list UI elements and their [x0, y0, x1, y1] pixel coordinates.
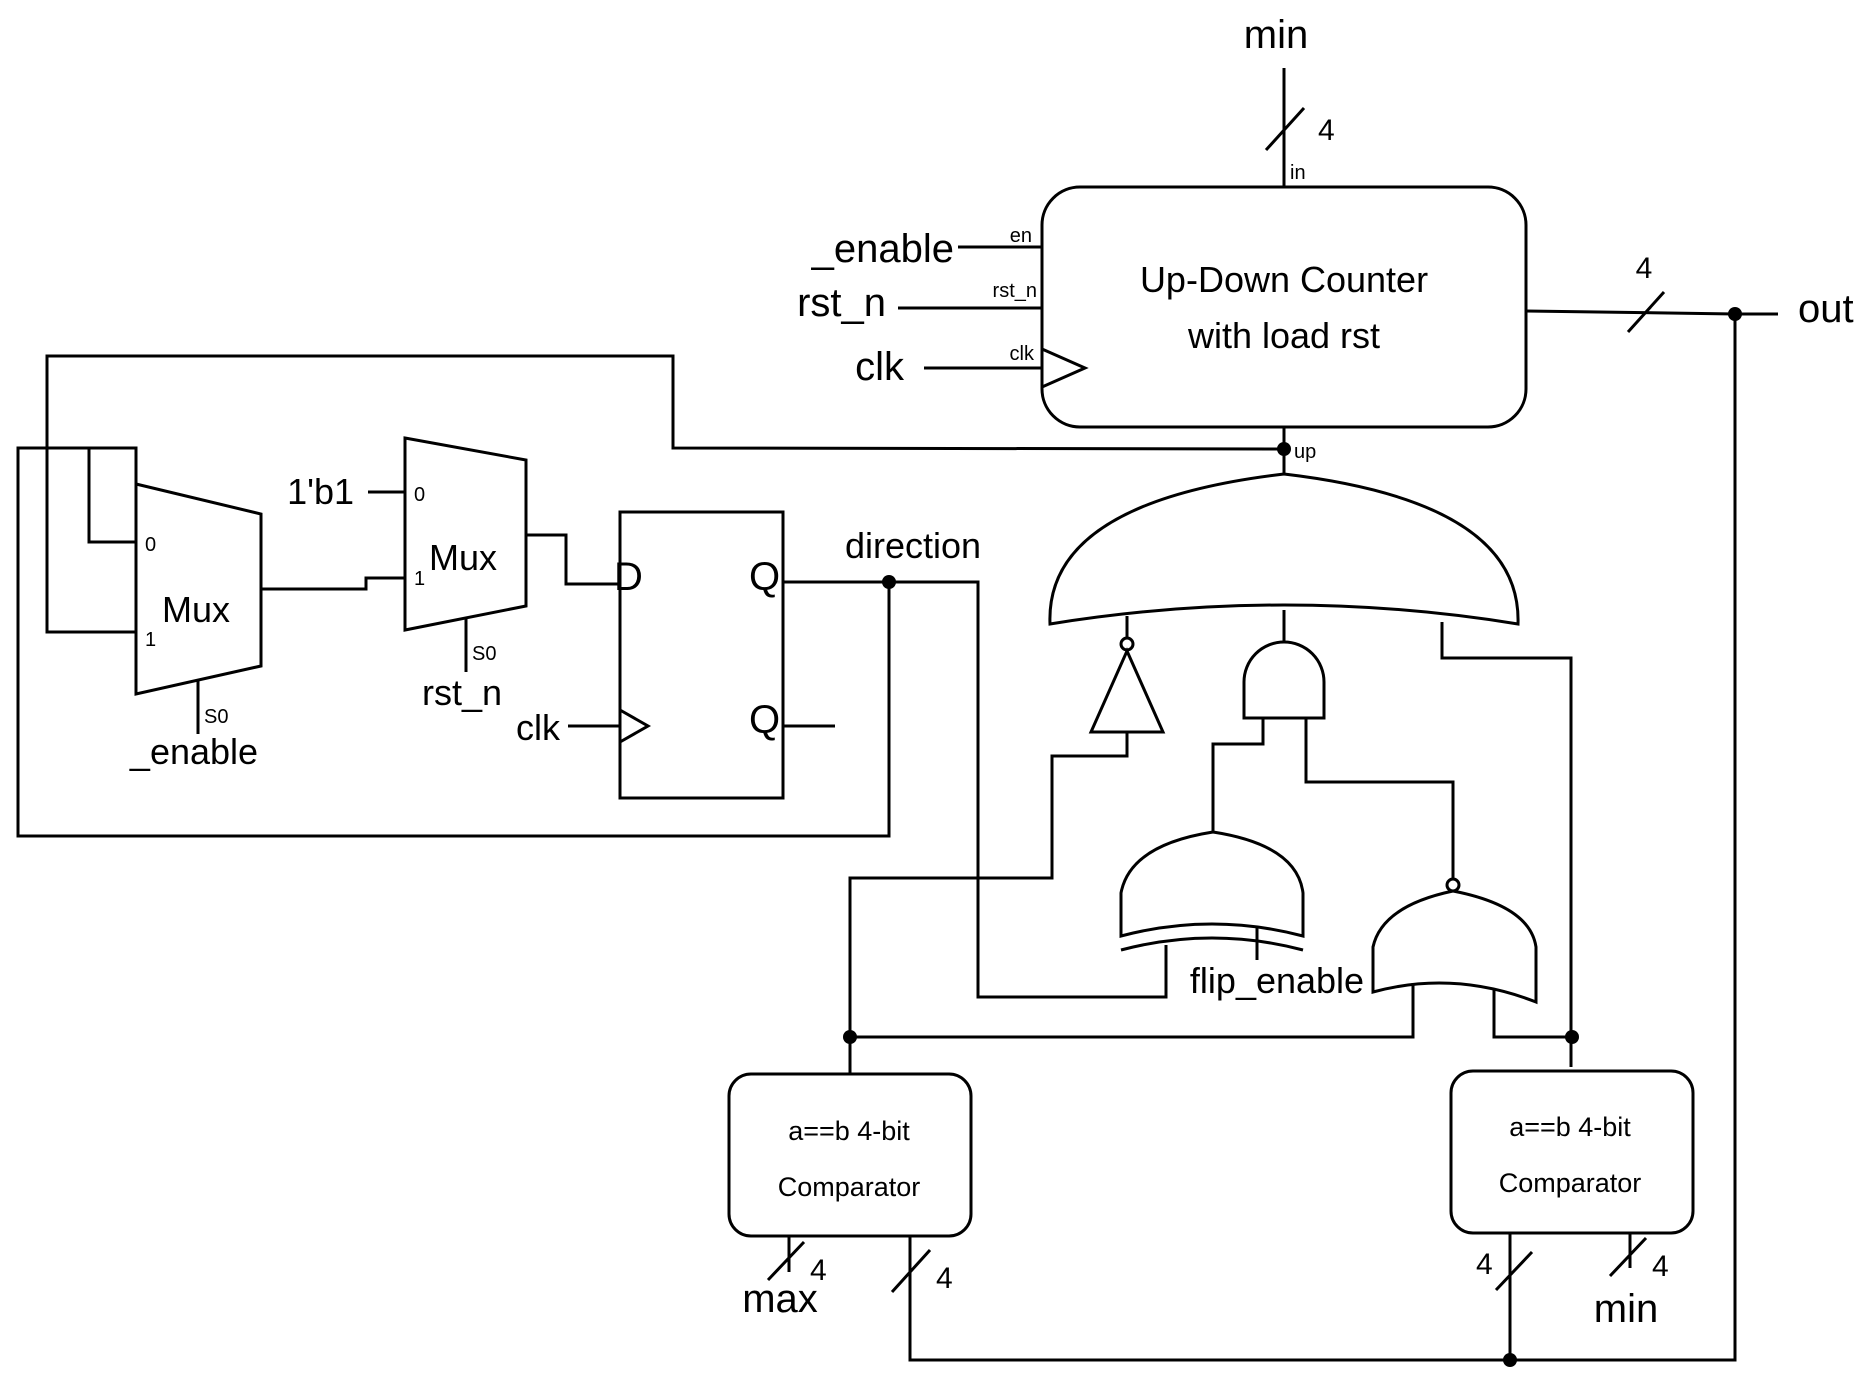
or-gate-main	[1048, 472, 1520, 626]
bus-slash-out	[1626, 290, 1666, 334]
counter-box	[1040, 185, 1528, 429]
dff-q: Q	[749, 555, 780, 599]
not-gate	[1088, 647, 1166, 734]
bus-width-out: 4	[1636, 252, 1653, 285]
wire-and-in-left	[1211, 718, 1265, 832]
bus-width-comp1-a: 4	[810, 1254, 827, 1287]
mux-2-body	[403, 436, 528, 632]
wire-comp-left-b	[908, 1236, 1508, 1362]
label-clk-counter: clk	[855, 345, 905, 389]
comparator-left-line2: Comparator	[778, 1172, 921, 1202]
counter-port-up: up	[1294, 441, 1316, 463]
xor-gate	[1119, 830, 1305, 938]
bus-width-comp1-b: 4	[936, 1262, 953, 1295]
junction-bottom	[1503, 1353, 1517, 1367]
counter-port-rst: rst_n	[993, 280, 1037, 302]
comparator-right-line2: Comparator	[1499, 1168, 1642, 1198]
bus-slash-comp2-b	[1608, 1236, 1648, 1278]
label-rst-n-mux2: rst_n	[422, 672, 502, 713]
dff-d: D	[614, 555, 643, 599]
mux-1-sel: S0	[204, 706, 228, 728]
label-flip-enable: flip_enable	[1190, 960, 1364, 1001]
label-max: max	[742, 1277, 818, 1321]
junction-comp-left	[843, 1030, 857, 1044]
mux-1-in0: 0	[145, 534, 156, 556]
bus-slash-max	[766, 1240, 806, 1282]
label-rst-n-counter: rst_n	[797, 281, 886, 325]
label-out: out	[1798, 287, 1854, 331]
counter-title-line1: Up-Down Counter	[1140, 259, 1428, 300]
bus-width-comp2-a: 4	[1476, 1248, 1493, 1281]
wire-out-feedback	[1508, 314, 1737, 1362]
nor-gate	[1371, 889, 1538, 1005]
and-gate	[1242, 640, 1326, 720]
counter-port-en: en	[1010, 225, 1032, 247]
wire-up-feedback-in0	[87, 448, 136, 544]
dff-clock-triangle	[619, 708, 652, 744]
counter-title-line2: with load rst	[1187, 315, 1380, 356]
wire-or-in-right	[1440, 622, 1573, 1067]
wire-direction-feedback	[16, 446, 891, 838]
mux-2-sel: S0	[472, 643, 496, 665]
comparator-right: a==b 4-bit Comparator	[1449, 1069, 1695, 1235]
wire-not-in	[848, 732, 1129, 1037]
comparator-right-box	[1449, 1069, 1695, 1235]
wire-mux2-to-d	[526, 533, 620, 586]
label-one-b1: 1'b1	[287, 471, 354, 512]
junction-comp-right	[1565, 1030, 1579, 1044]
wire-direction	[783, 580, 1168, 999]
mux-1-in1: 1	[145, 629, 156, 651]
wire-mux1-to-mux2	[261, 576, 405, 591]
counter-port-clk: clk	[1010, 343, 1035, 365]
comparator-right-line1: a==b 4-bit	[1509, 1112, 1631, 1142]
wire-nor-in-left	[850, 983, 1415, 1039]
mux-1-title: Mux	[162, 589, 230, 630]
mux-2-in1: 1	[414, 568, 425, 590]
bus-width-comp2-b: 4	[1652, 1250, 1669, 1283]
mux-2-title: Mux	[429, 537, 497, 578]
comparator-left-line1: a==b 4-bit	[788, 1116, 910, 1146]
wire-up-feedback-outer	[45, 354, 1285, 634]
wire-nor-in-right	[1492, 988, 1572, 1039]
dff-box	[618, 510, 785, 800]
mux-1: Mux 0 1 S0 _enable	[129, 482, 263, 772]
label-enable-mux1: _enable	[129, 731, 258, 772]
xor-gate-back-curve	[1120, 936, 1304, 952]
mux-2: Mux 0 1 S0 rst_n	[403, 436, 528, 713]
label-direction: direction	[845, 525, 981, 566]
comparator-left-box	[727, 1072, 973, 1238]
up-down-counter: Up-Down Counter with load rst en rst_n c…	[993, 162, 1528, 463]
bus-slash-comp1-b	[890, 1248, 932, 1294]
bus-width-min-top: 4	[1318, 114, 1335, 147]
d-flip-flop: D Q Q	[614, 510, 785, 800]
wire-and-in-right	[1304, 718, 1455, 884]
label-clk-dff: clk	[516, 707, 561, 748]
dff-qbar: Q	[749, 698, 780, 742]
counter-clock-triangle	[1041, 347, 1089, 389]
label-min-top: min	[1244, 13, 1308, 57]
mux-2-in0: 0	[414, 484, 425, 506]
label-enable-counter: _enable	[811, 227, 954, 271]
label-min-bottom: min	[1594, 1287, 1658, 1331]
comparator-left: a==b 4-bit Comparator	[727, 1072, 973, 1238]
counter-port-in: in	[1290, 162, 1306, 184]
nor-gate-bubble	[1445, 877, 1461, 893]
bus-slash-comp2-a	[1494, 1250, 1534, 1292]
bus-slash-min-top	[1264, 106, 1306, 152]
